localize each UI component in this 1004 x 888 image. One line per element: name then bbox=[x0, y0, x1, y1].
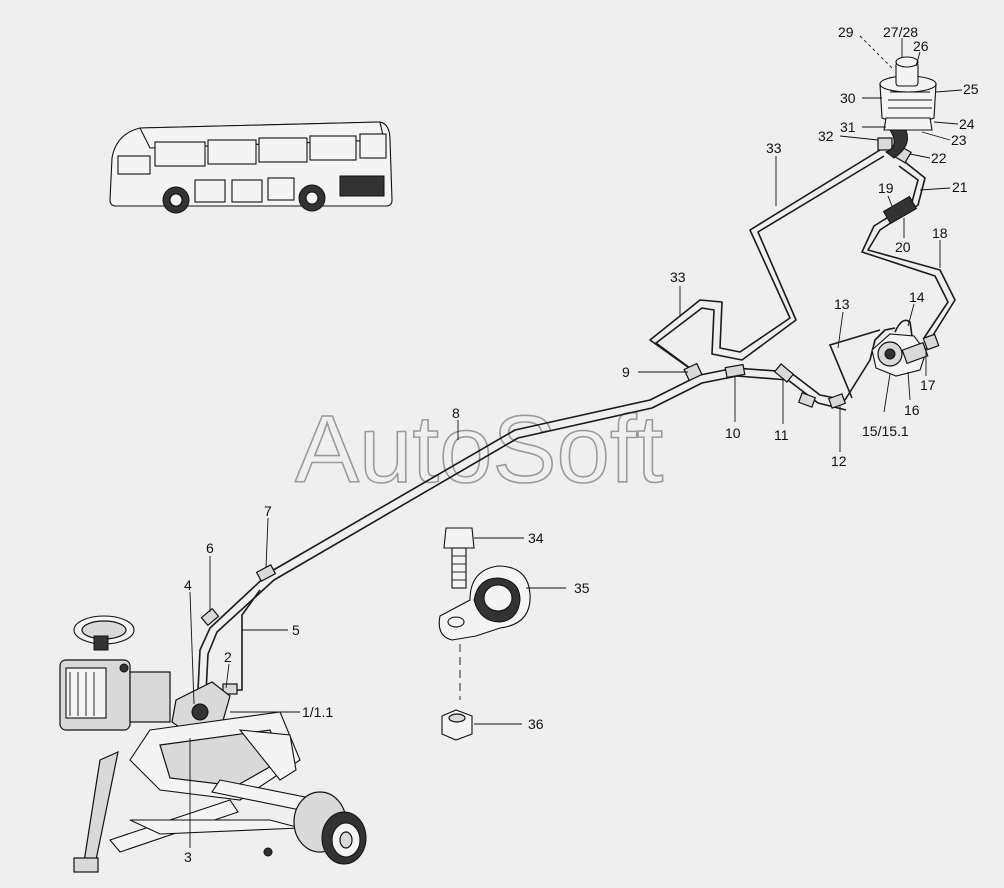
callout-36: 36 bbox=[528, 716, 544, 732]
callout-18: 18 bbox=[932, 225, 948, 241]
callout-22: 22 bbox=[931, 150, 947, 166]
steering-pump bbox=[871, 319, 940, 377]
callout-21: 21 bbox=[952, 179, 968, 195]
callout-12: 12 bbox=[831, 453, 847, 469]
callout-9: 9 bbox=[622, 364, 630, 380]
callout-34: 34 bbox=[528, 530, 544, 546]
callout-4: 4 bbox=[184, 577, 192, 593]
callout-7: 7 bbox=[264, 503, 272, 519]
callout-6: 6 bbox=[206, 540, 214, 556]
clamp-detail bbox=[438, 527, 531, 741]
callout-32: 32 bbox=[818, 128, 834, 144]
watermark-text: AutoSoft bbox=[295, 396, 663, 503]
steering-axle-assembly bbox=[59, 615, 367, 873]
callout-11: 11 bbox=[774, 427, 789, 443]
callout-29: 29 bbox=[838, 24, 854, 40]
callout-24: 24 bbox=[959, 116, 975, 132]
callout-19: 19 bbox=[878, 180, 894, 196]
callout-15-15.1: 15/15.1 bbox=[862, 423, 909, 439]
leader-lines bbox=[189, 35, 963, 848]
callout-33-upper: 33 bbox=[766, 140, 782, 156]
callout-27-28: 27/28 bbox=[883, 24, 918, 40]
callout-20: 20 bbox=[895, 239, 911, 255]
pipe-fittings bbox=[200, 137, 918, 695]
callout-17: 17 bbox=[920, 377, 936, 393]
callout-2: 2 bbox=[224, 649, 232, 665]
bus-illustration bbox=[109, 121, 393, 214]
callout-33-lower: 33 bbox=[670, 269, 686, 285]
callout-13: 13 bbox=[834, 296, 850, 312]
callout-8: 8 bbox=[452, 405, 460, 421]
callout-1-1.1: 1/1.1 bbox=[302, 704, 333, 720]
callout-30: 30 bbox=[840, 90, 856, 106]
callout-3: 3 bbox=[184, 849, 192, 865]
callout-25: 25 bbox=[963, 81, 979, 97]
callout-10: 10 bbox=[725, 425, 741, 441]
oil-reservoir bbox=[879, 56, 937, 159]
callout-16: 16 bbox=[904, 402, 920, 418]
callout-35: 35 bbox=[574, 580, 590, 596]
callout-26: 26 bbox=[913, 38, 929, 54]
callout-14: 14 bbox=[909, 289, 925, 305]
callout-31: 31 bbox=[840, 119, 856, 135]
callout-23: 23 bbox=[951, 132, 967, 148]
callout-labels: 1/1.1 2 3 4 5 6 7 8 9 10 11 12 13 14 15/… bbox=[184, 24, 979, 865]
callout-5: 5 bbox=[292, 622, 300, 638]
